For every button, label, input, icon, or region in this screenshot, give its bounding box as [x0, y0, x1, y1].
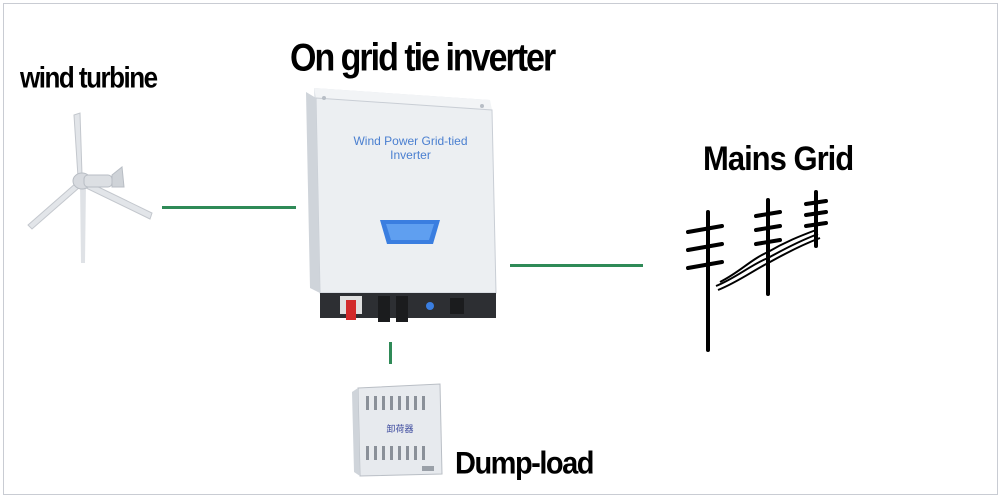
wire-inverter-to-dumpload [389, 342, 392, 364]
mains-grid-label: Mains Grid [703, 139, 854, 178]
dump-load-box: 卸荷器 [352, 383, 443, 477]
wire-inverter-to-grid [510, 264, 643, 267]
wire-turbine-to-inverter [162, 206, 296, 209]
diagram-frame [3, 3, 998, 495]
wind-turbine-icon [27, 112, 153, 263]
power-pole-icon [686, 190, 828, 352]
inverter-label: On grid tie inverter [290, 36, 556, 80]
wind-turbine-label: wind turbine [20, 60, 158, 95]
dump-load-panel-label: 卸荷器 [386, 423, 413, 435]
inverter-box [306, 88, 497, 322]
inverter-panel-line1: Wind Power Grid-tied [353, 134, 468, 148]
inverter-panel-line2: Inverter [390, 148, 431, 162]
dump-load-label: Dump-load [455, 446, 594, 482]
inverter-panel-text: Wind Power Grid-tied Inverter [328, 134, 493, 162]
